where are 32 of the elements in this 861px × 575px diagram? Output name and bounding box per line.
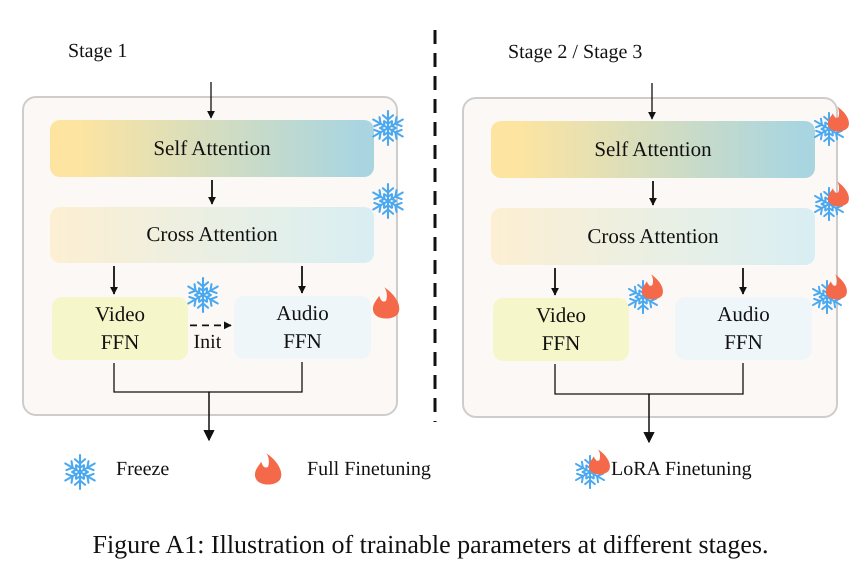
- block-label: Self Attention: [594, 136, 712, 163]
- layer-block: [50, 120, 374, 177]
- block-label: Video FFN: [94, 301, 146, 356]
- block-label: Cross Attention: [587, 222, 719, 250]
- block-label: Self Attention: [153, 134, 271, 162]
- arrow: [298, 266, 306, 294]
- layer-block: [493, 298, 629, 361]
- legend-label: LoRA Finetuning: [611, 458, 752, 481]
- legend-label: Freeze: [116, 458, 170, 481]
- arrow: [739, 268, 747, 295]
- stage-heading: Stage 1: [68, 40, 128, 63]
- legend-label: Full Finetuning: [307, 458, 431, 481]
- layer-block: [52, 297, 188, 360]
- layer-block: [491, 208, 815, 265]
- arrow: [204, 362, 303, 442]
- block-label: Cross Attention: [146, 221, 278, 248]
- arrow: [551, 268, 559, 296]
- arrow: [644, 363, 744, 444]
- block-label: Audio FFN: [275, 300, 330, 354]
- block-label: Audio FFN: [716, 301, 771, 356]
- layer-block: [491, 121, 815, 178]
- arrow: [648, 83, 656, 120]
- block-label: Video FFN: [534, 302, 588, 356]
- figure-caption: Figure A1: Illustration of trainable parameters at different stages.: [91, 530, 770, 560]
- arrow: [190, 321, 232, 330]
- arrow: [207, 82, 215, 119]
- arrow: [110, 266, 118, 295]
- layer-block: [675, 297, 812, 360]
- layer-block: [50, 207, 374, 263]
- arrow: [649, 181, 657, 206]
- arrow: [208, 180, 216, 205]
- stage-heading: Stage 2 / Stage 3: [508, 41, 642, 64]
